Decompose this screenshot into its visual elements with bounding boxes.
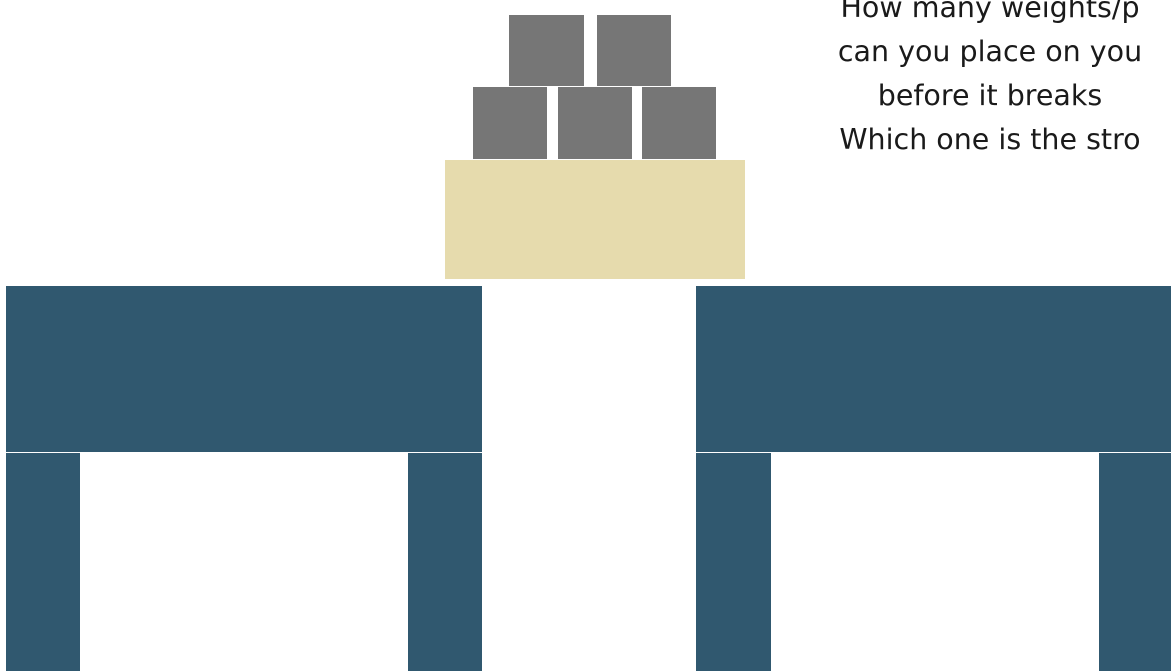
right-table-leg-left (696, 453, 771, 671)
weight-bottom-middle (558, 87, 632, 159)
weight-bottom-right (642, 87, 716, 159)
bridge-plank (445, 160, 745, 279)
question-line-3: before it breaks (730, 74, 1171, 118)
question-line-2: can you place on you (730, 30, 1171, 74)
weight-top-right (597, 15, 671, 86)
question-line-4: Which one is the stro (730, 118, 1171, 162)
left-table-top (6, 286, 482, 452)
left-table-leg-right (408, 453, 482, 671)
weight-bottom-left (473, 87, 547, 159)
question-text: How many weights/p can you place on you … (730, 0, 1171, 162)
left-table-leg-left (6, 453, 80, 671)
weight-top-left (509, 15, 584, 86)
right-table-top (696, 286, 1171, 452)
question-line-1: How many weights/p (730, 0, 1171, 30)
right-table-leg-right (1099, 453, 1171, 671)
